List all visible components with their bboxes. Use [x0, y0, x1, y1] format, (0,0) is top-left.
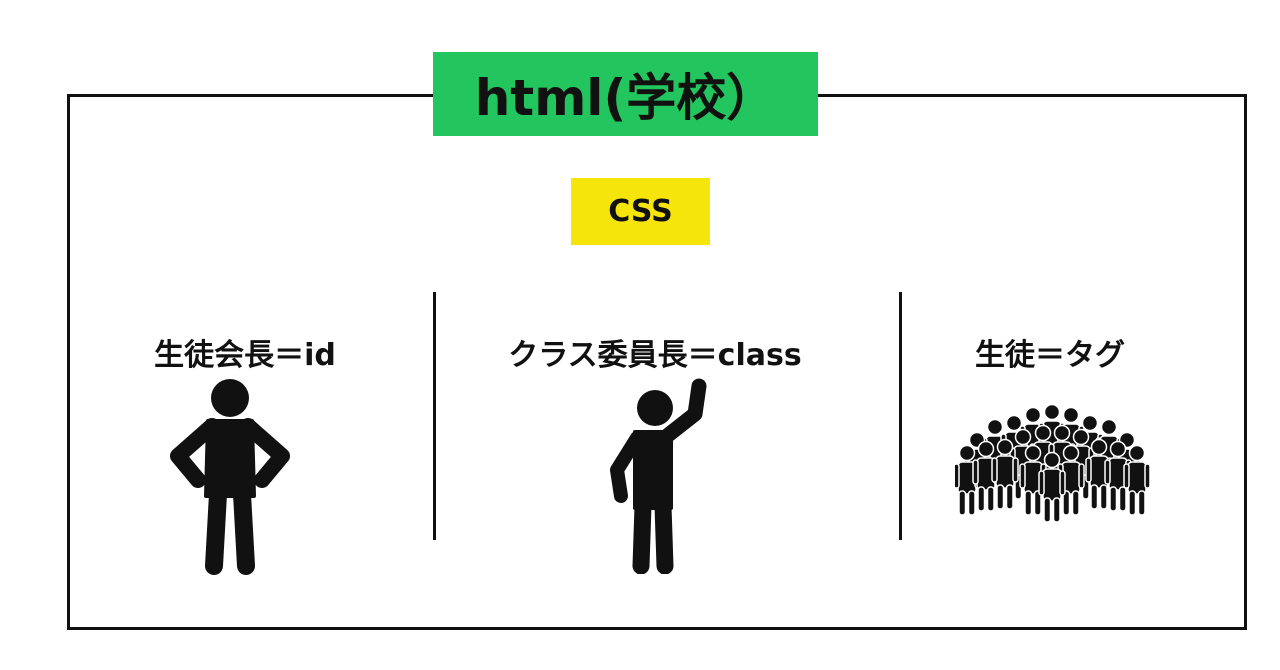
crowd-icon — [955, 405, 1155, 530]
css-label: CSS — [571, 178, 710, 245]
html-school-title-text: html(学校） — [474, 69, 777, 127]
students-label: 生徒＝タグ — [975, 338, 1125, 373]
html-school-title: html(学校） — [433, 52, 818, 136]
person-raising-hand-icon — [595, 378, 715, 574]
student-president-label: 生徒会長＝id — [154, 338, 336, 373]
divider-right — [899, 292, 902, 540]
css-label-text: CSS — [608, 194, 673, 229]
person-hands-on-hips-icon — [160, 376, 300, 576]
divider-left — [433, 292, 436, 540]
class-representative-label: クラス委員長＝class — [508, 338, 802, 373]
